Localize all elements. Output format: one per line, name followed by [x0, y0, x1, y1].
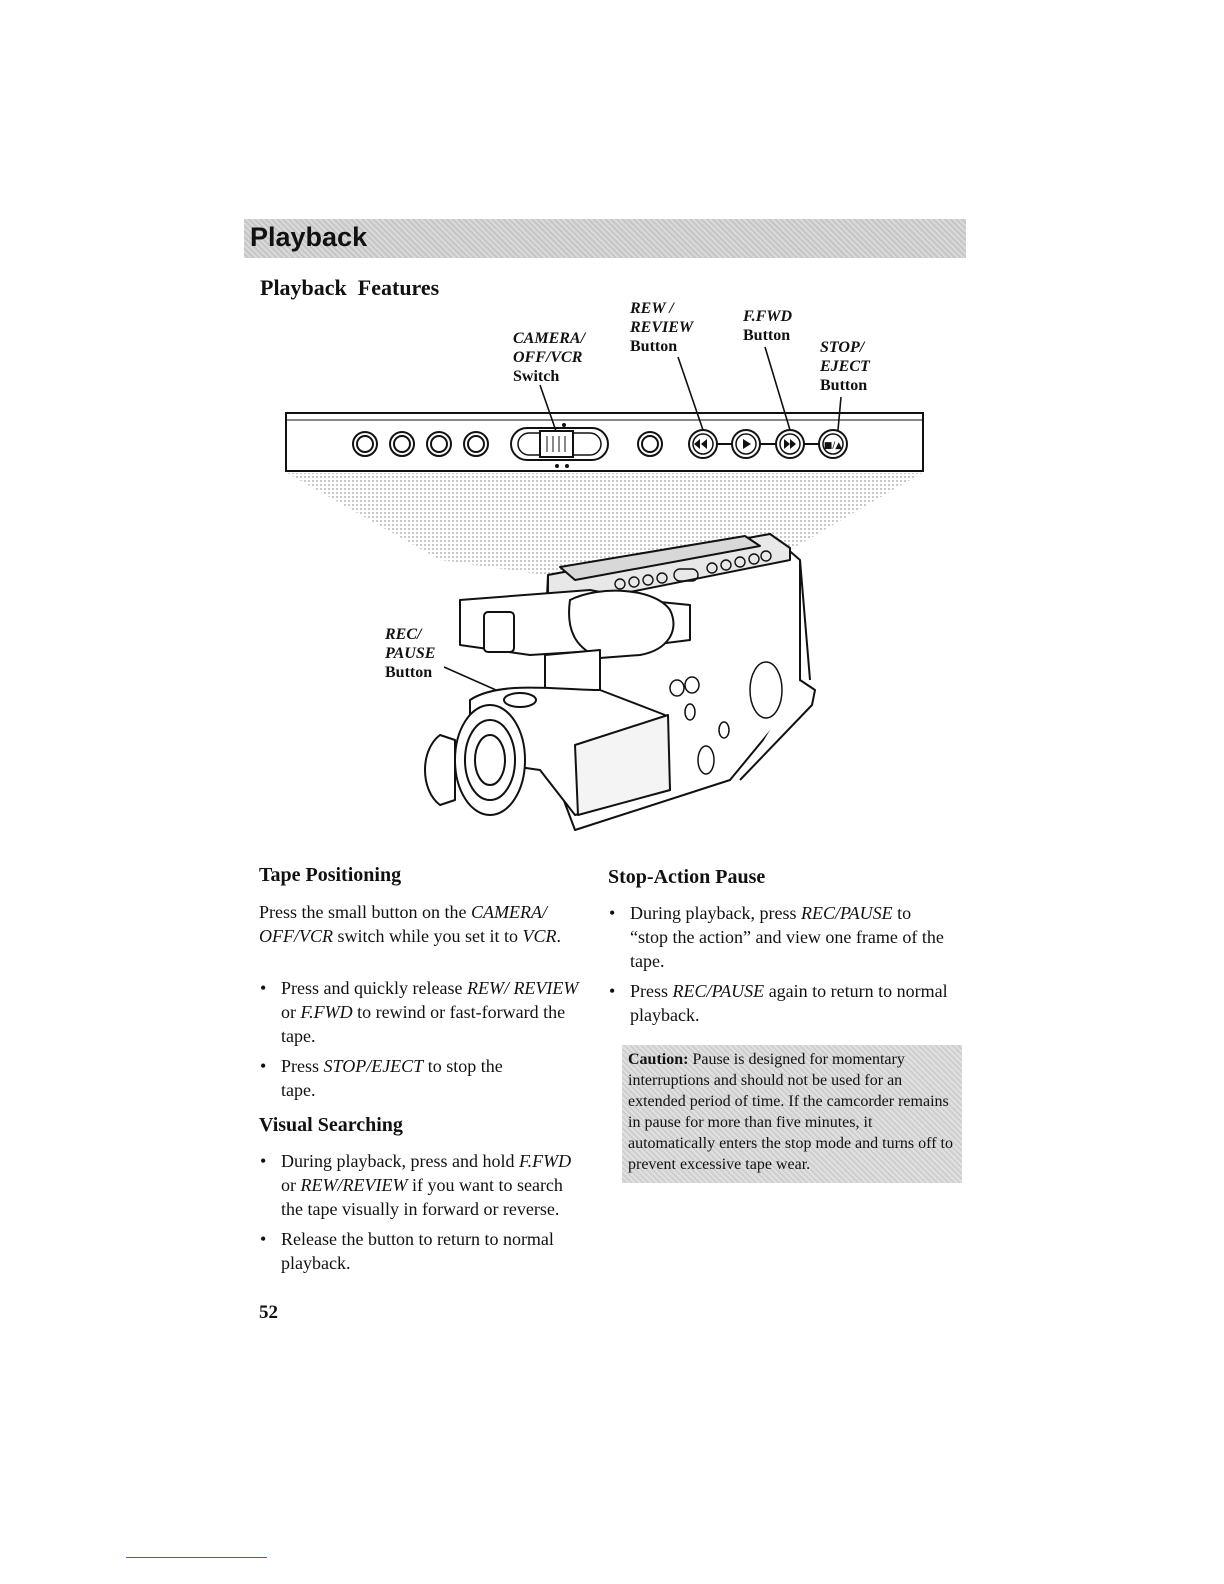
- list-item: Press REC/PAUSE again to return to norma…: [608, 979, 953, 1027]
- stop-eject-symbol: ■/▲: [824, 441, 843, 451]
- list-item: During playback, press and hold F.FWD or…: [259, 1149, 589, 1221]
- rewind-button-icon: [688, 429, 718, 459]
- camera-off-vcr-switch-icon: [510, 423, 609, 468]
- tape-positioning-intro: Press the small button on the CAMERA/ OF…: [259, 902, 561, 946]
- section-title: Playback: [250, 222, 368, 252]
- camcorder-drawing: [424, 533, 816, 831]
- control-panel-closeup: ■/▲: [285, 412, 924, 472]
- caution-box: [622, 1045, 962, 1183]
- page-number: 52: [259, 1302, 278, 1323]
- footer-rule: [126, 1557, 267, 1558]
- list-item: During playback, press REC/PAUSE to “sto…: [608, 901, 953, 973]
- round-button-icon: [637, 431, 663, 457]
- stop-eject-button-icon: ■/▲: [818, 429, 848, 459]
- list-item: Press STOP/EJECT to stop the tape.: [259, 1054, 521, 1102]
- visual-searching-heading: Visual Searching: [259, 1114, 403, 1136]
- caution-label: Caution:: [628, 1051, 689, 1068]
- list-item: Press and quickly release REW/ REVIEW or…: [259, 976, 589, 1048]
- tape-positioning-list: Press and quickly release REW/ REVIEW or…: [259, 976, 589, 1108]
- features-heading: Playback Features: [260, 275, 440, 300]
- play-button-icon: [731, 429, 761, 459]
- stop-action-list: During playback, press REC/PAUSE to “sto…: [608, 901, 953, 1033]
- fast-forward-button-icon: [775, 429, 805, 459]
- tape-positioning-heading: Tape Positioning: [259, 864, 402, 886]
- section-header-bar: [244, 219, 966, 258]
- list-item: Release the button to return to normal p…: [259, 1227, 589, 1275]
- caution-text: Caution: Pause is designed for momentary…: [628, 1051, 953, 1173]
- stop-action-heading: Stop-Action Pause: [608, 866, 766, 888]
- round-button-icon: [352, 431, 489, 457]
- visual-searching-list: During playback, press and hold F.FWD or…: [259, 1149, 589, 1281]
